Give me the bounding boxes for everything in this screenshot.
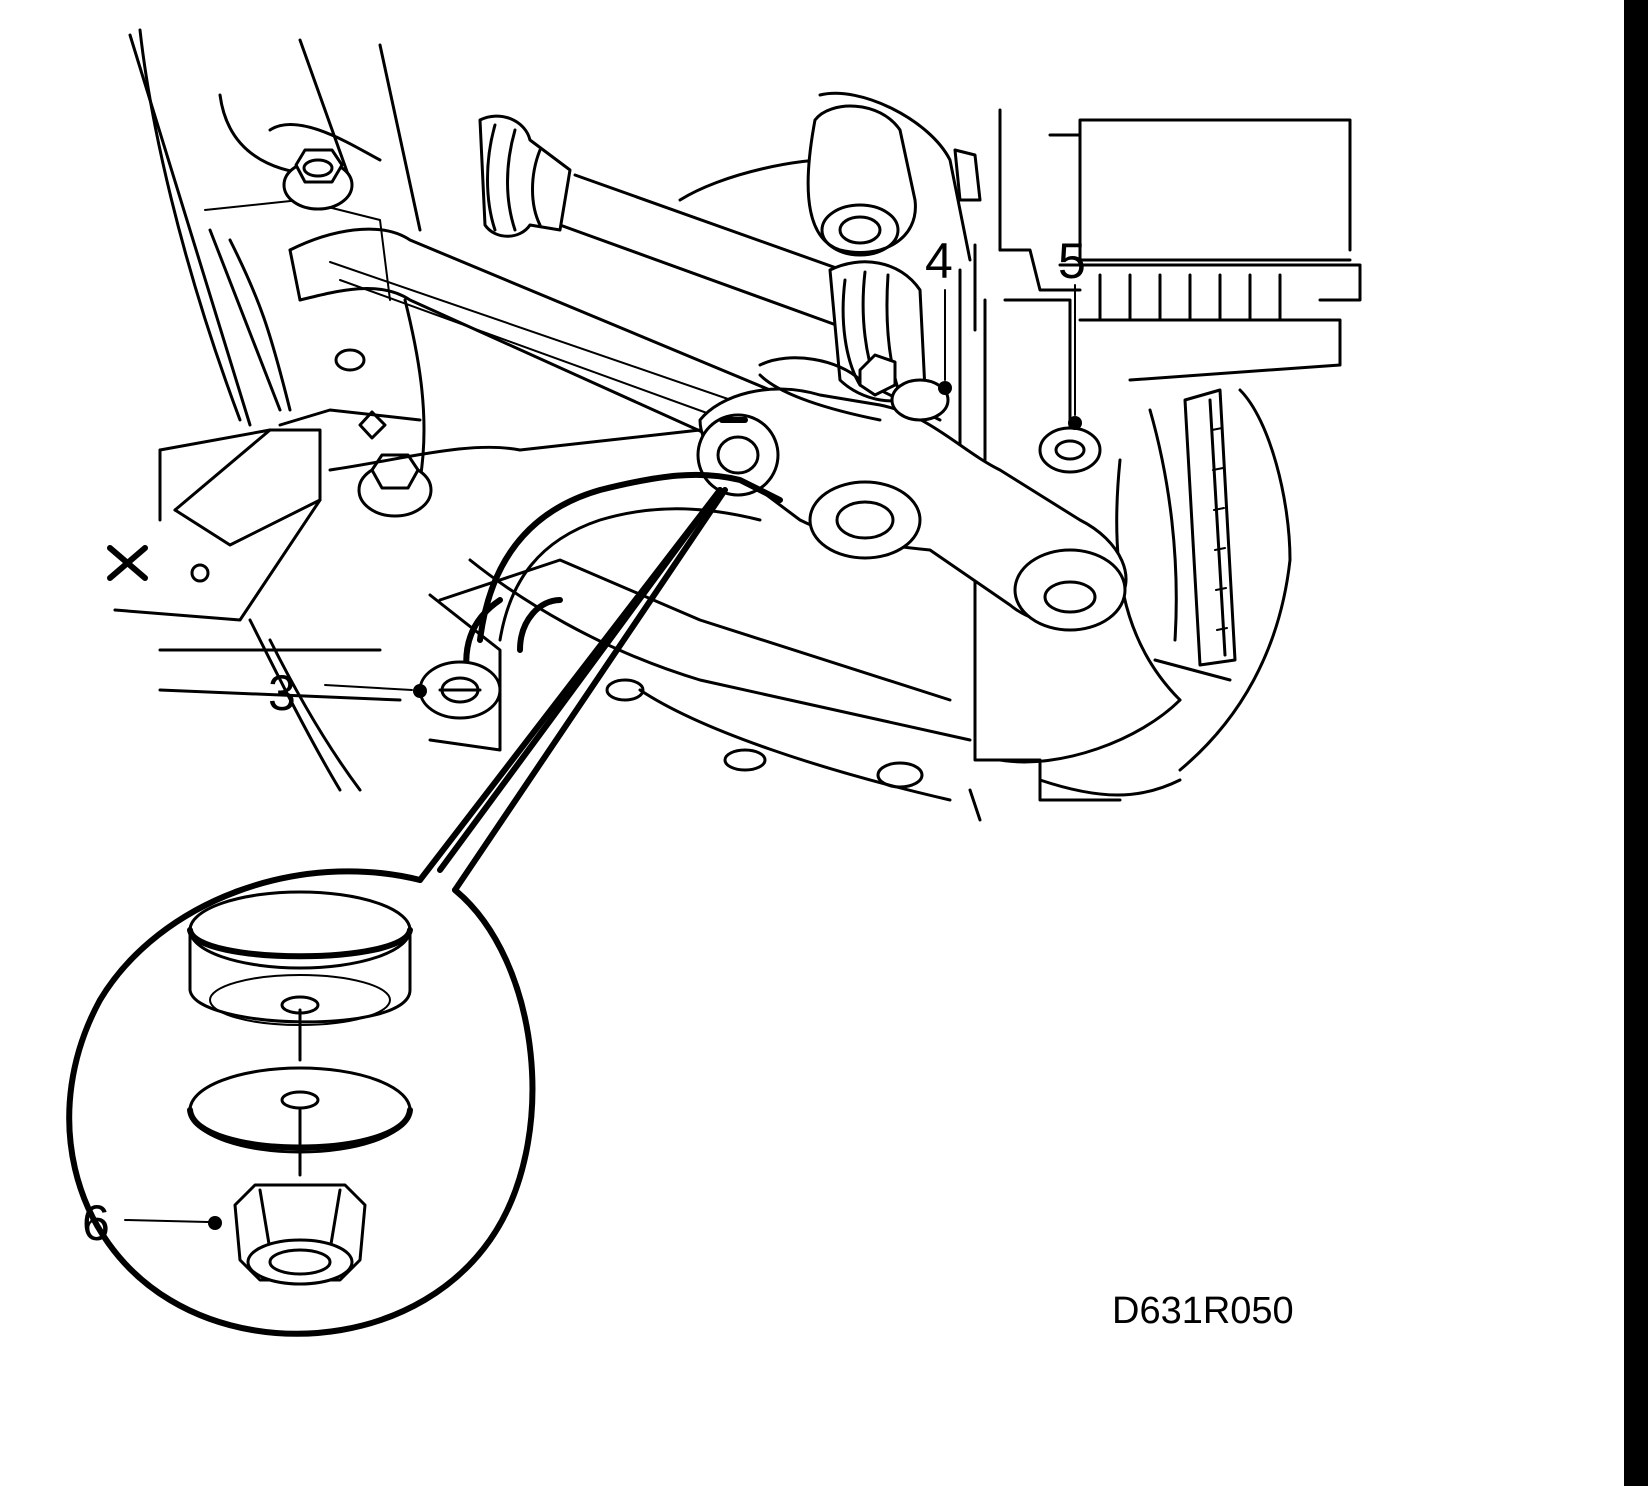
left-body-structure xyxy=(128,28,426,482)
callout-6: 6 xyxy=(82,1195,110,1251)
callout-4: 4 xyxy=(925,233,953,289)
callout-5-leader xyxy=(1068,284,1082,430)
drive-shaft xyxy=(478,114,872,332)
lock-nut xyxy=(233,1183,367,1286)
callout-3-leader xyxy=(324,684,427,698)
right-border-bar xyxy=(1624,0,1648,1486)
left-bracket xyxy=(107,428,402,792)
callout-5: 5 xyxy=(1058,233,1086,289)
rubber-bushing xyxy=(187,890,413,1026)
crossmember-bolt xyxy=(357,453,433,518)
callout-3: 3 xyxy=(268,665,296,721)
subframe-beam xyxy=(288,227,972,802)
callout-4-leader xyxy=(938,289,952,395)
upper-bolt xyxy=(282,148,354,211)
detail-magnifier xyxy=(66,868,536,1337)
bolt-item-3 xyxy=(418,660,502,720)
callout-6-leader xyxy=(124,1216,222,1230)
right-body-structure xyxy=(958,108,1362,822)
detail-leader xyxy=(417,487,728,893)
figure-code: D631R050 xyxy=(1112,1290,1294,1332)
